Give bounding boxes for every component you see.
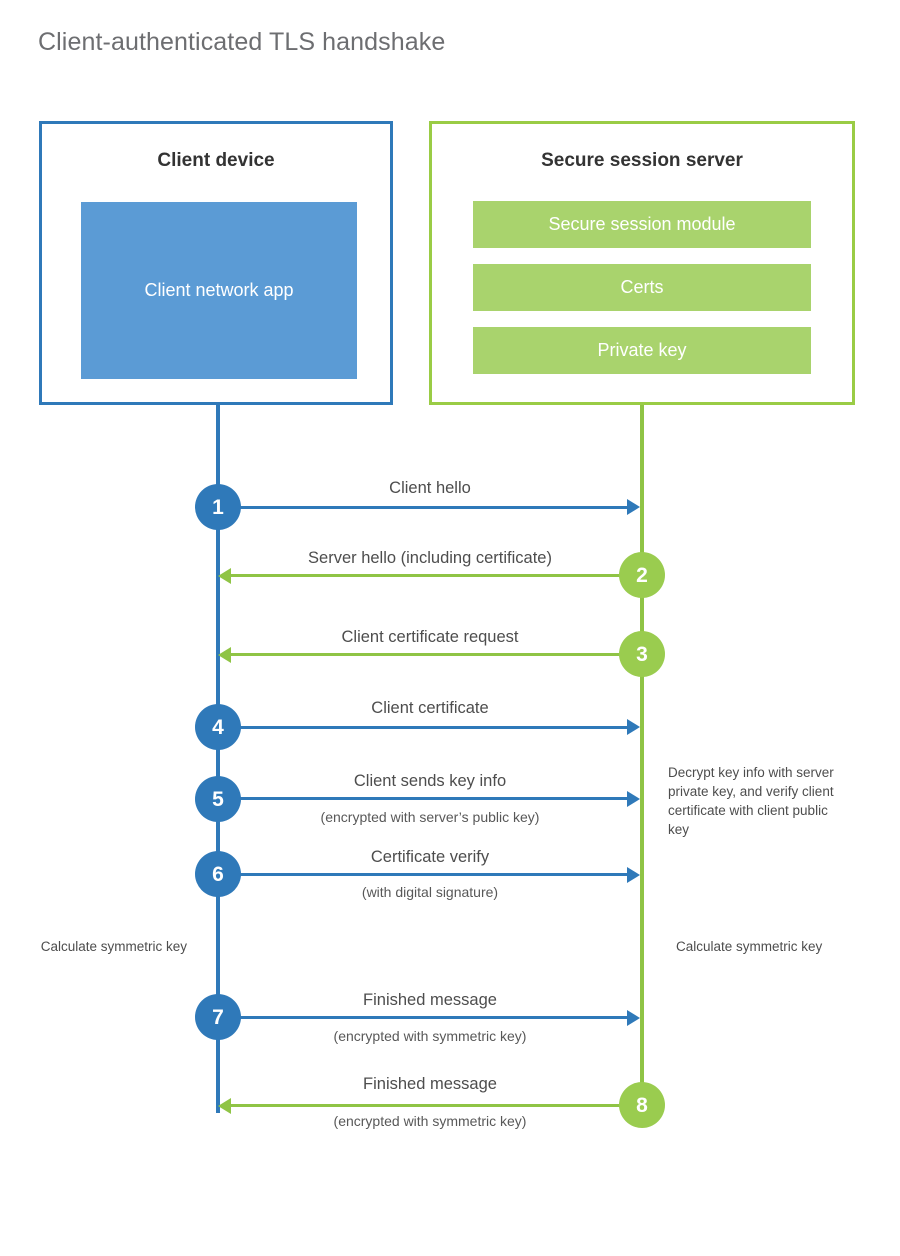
- step-1-circle[interactable]: 1: [195, 484, 241, 530]
- step-4-arrow-head: [627, 719, 640, 735]
- step-5-sublabel: (encrypted with server’s public key): [320, 809, 540, 825]
- step-1-label: Client hello: [389, 479, 471, 497]
- step-3-circle[interactable]: 3: [619, 631, 665, 677]
- step-1-arrow-line: [218, 506, 627, 509]
- page-title: Client-authenticated TLS handshake: [38, 28, 446, 56]
- step-6-label: Certificate verify: [370, 848, 490, 866]
- step-4-arrow-line: [218, 726, 627, 729]
- step-7-arrow-line: [218, 1016, 627, 1019]
- step-2-label: Server hello (including certificate): [308, 549, 552, 567]
- step-8-arrow-head: [218, 1098, 231, 1114]
- secure-session-module-block: Secure session module: [473, 201, 811, 248]
- step-4-label: Client certificate: [371, 699, 489, 717]
- step-3-arrow-head: [218, 647, 231, 663]
- step-3-arrow-line: [231, 653, 642, 656]
- step-8-arrow-line: [231, 1104, 642, 1107]
- step-3-label: Client certificate request: [341, 628, 519, 646]
- step-6-arrow-head: [627, 867, 640, 883]
- step-5-arrow-line: [218, 797, 627, 800]
- client-lifeline: [216, 405, 220, 1113]
- step-8-label: Finished message: [363, 1075, 497, 1093]
- secure-session-server-title: Secure session server: [541, 150, 743, 171]
- step-8-circle[interactable]: 8: [619, 1082, 665, 1128]
- step-5-arrow-head: [627, 791, 640, 807]
- step-6-sublabel: (with digital signature): [361, 884, 499, 900]
- step-2-circle[interactable]: 2: [619, 552, 665, 598]
- client-device-box: Client device Client network app: [39, 121, 393, 405]
- server-lifeline: [640, 405, 644, 1105]
- step-5-label: Client sends key info: [353, 772, 507, 790]
- step-5-circle[interactable]: 5: [195, 776, 241, 822]
- step-1-arrow-head: [627, 499, 640, 515]
- server-decrypt-note: Decrypt key info with server private key…: [668, 765, 834, 838]
- step-7-label: Finished message: [363, 991, 497, 1009]
- step-2-arrow-line: [231, 574, 642, 577]
- private-key-block: Private key: [473, 327, 811, 374]
- step-6-arrow-line: [218, 873, 627, 876]
- secure-session-server-box: Secure session server Secure session mod…: [429, 121, 855, 405]
- step-7-arrow-head: [627, 1010, 640, 1026]
- step-6-circle[interactable]: 6: [195, 851, 241, 897]
- client-network-app-block: Client network app: [81, 202, 357, 379]
- certs-block: Certs: [473, 264, 811, 311]
- step-7-sublabel: (encrypted with symmetric key): [333, 1028, 527, 1044]
- step-7-circle[interactable]: 7: [195, 994, 241, 1040]
- client-calculate-symmetric-key-note: Calculate symmetric key: [40, 939, 187, 954]
- step-2-arrow-head: [218, 568, 231, 584]
- step-4-circle[interactable]: 4: [195, 704, 241, 750]
- step-8-sublabel: (encrypted with symmetric key): [333, 1113, 527, 1129]
- server-calculate-symmetric-key-note: Calculate symmetric key: [676, 939, 823, 954]
- client-device-title: Client device: [157, 150, 275, 171]
